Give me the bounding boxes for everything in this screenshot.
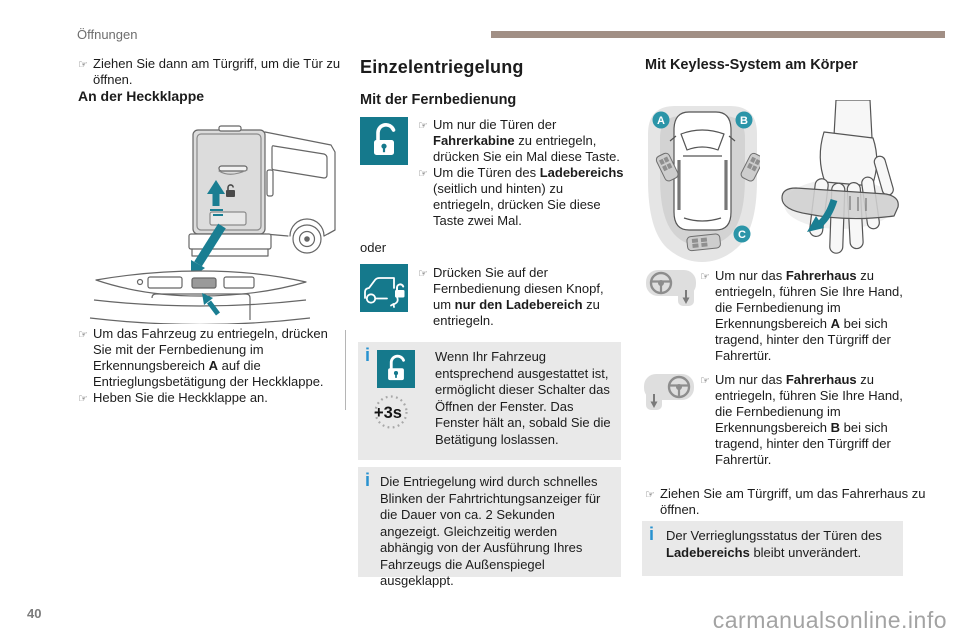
left-instruction-group: ☞ Um das Fahrzeug zu entriegeln, drücken… — [78, 326, 345, 407]
instruction-bullet: ☞ Um das Fahrzeug zu entriegeln, drücken… — [78, 326, 345, 390]
info-icon: i — [649, 524, 655, 544]
or-label: oder — [360, 240, 387, 255]
instruction-bullet: ☞ Drücken Sie auf der Fernbedienung dies… — [418, 265, 624, 329]
window-switch-unlock-icon — [377, 350, 415, 388]
page-number: 40 — [27, 606, 42, 621]
pointer-hand-icon: ☞ — [78, 58, 88, 71]
keyless-zones-illustration: A B C — [648, 106, 760, 262]
pointer-hand-icon: ☞ — [645, 488, 655, 501]
running-header: Öffnungen — [77, 27, 138, 42]
pointer-hand-icon: ☞ — [700, 374, 710, 387]
note-text: Der Verrieglungsstatus der Türen des Lad… — [666, 528, 882, 560]
header-accent-bar — [491, 31, 945, 38]
instruction-bullet: ☞ Heben Sie die Heckklappe an. — [78, 390, 345, 407]
steering-wheel-zone-a-icon — [646, 270, 696, 306]
pointer-hand-icon: ☞ — [418, 267, 428, 280]
note-text: Die Entriegelung wird durch schnelles Bl… — [380, 474, 601, 588]
note-window-switch: i +3s Wenn Ihr Fahrzeug entsprechend aus… — [358, 342, 621, 460]
section-heading-keyless: Mit Keyless-System am Körper — [645, 57, 858, 73]
instruction-text: Um nur die Türen der Fahrerkabine zu ent… — [433, 117, 620, 164]
tailgate-unlock-arrow — [207, 180, 225, 216]
note-unlock-indication: i Die Entriegelung wird durch schnelles … — [358, 467, 621, 588]
instruction-bullet: ☞ Ziehen Sie dann am Türgriff, um die Tü… — [78, 56, 341, 88]
instruction-text: Drücken Sie auf der Fernbedienung diesen… — [433, 265, 604, 328]
plus-3s-label: +3s — [374, 404, 402, 422]
steering-wheel-zone-b-icon — [644, 374, 694, 410]
watermark: carmanualsonline.info — [712, 607, 947, 633]
pull-arrow — [807, 198, 838, 232]
keyless-zone-a-group: ☞ Um nur das Fahrerhaus zu entriegeln, f… — [700, 268, 912, 364]
instruction-bullet: ☞ Um nur die Türen der Fahrerkabine zu e… — [418, 117, 624, 165]
pointer-hand-icon: ☞ — [78, 328, 88, 341]
instruction-bullet: ☞ Um die Türen des Ladebereichs (seitlic… — [418, 165, 624, 229]
note-text: Wenn Ihr Fahrzeug entsprechend ausgestat… — [435, 349, 611, 447]
instruction-text: Um nur das Fahrerhaus zu entriegeln, füh… — [715, 268, 903, 363]
instruction-text: Ziehen Sie am Türgriff, um das Fahrerhau… — [660, 486, 926, 517]
instruction-bullet: ☞ Ziehen Sie am Türgriff, um das Fahrerh… — [645, 486, 950, 518]
cargo-unlock-button-icon — [360, 264, 408, 312]
tailgate-illustration — [89, 125, 336, 324]
instruction-text: Um die Türen des Ladebereichs (seitlich … — [433, 165, 624, 228]
unlock-button-icon — [360, 117, 408, 165]
left-intro-bullet-group: ☞ Ziehen Sie dann am Türgriff, um die Tü… — [78, 56, 341, 88]
cargo-instruction-group: ☞ Drücken Sie auf der Fernbedienung dies… — [418, 265, 624, 329]
instruction-text: Um das Fahrzeug zu entriegeln, drücken S… — [93, 326, 328, 389]
keyless-zone-b-group: ☞ Um nur das Fahrerhaus zu entriegeln, f… — [700, 372, 912, 468]
zone-label-a: A — [657, 115, 665, 127]
pointer-hand-icon: ☞ — [78, 392, 88, 405]
small-lock-icon — [226, 184, 235, 197]
open-cab-group: ☞ Ziehen Sie am Türgriff, um das Fahrerh… — [645, 486, 950, 518]
instruction-text: Heben Sie die Heckklappe an. — [93, 390, 268, 405]
zone-label-c: C — [738, 229, 746, 241]
instruction-bullet: ☞ Um nur das Fahrerhaus zu entriegeln, f… — [700, 372, 912, 468]
remote-instruction-group: ☞ Um nur die Türen der Fahrerkabine zu e… — [418, 117, 624, 229]
note-lock-status: i Der Verrieglungsstatus der Türen des L… — [642, 521, 903, 576]
column-divider — [345, 330, 346, 410]
info-icon: i — [365, 345, 371, 365]
pointer-hand-icon: ☞ — [418, 119, 428, 132]
section-heading-remote: Mit der Fernbedienung — [360, 92, 517, 108]
pointer-hand-icon: ☞ — [418, 167, 428, 180]
section-heading-tailgate: An der Heckklappe — [78, 88, 205, 104]
instruction-bullet: ☞ Um nur das Fahrerhaus zu entriegeln, f… — [700, 268, 912, 364]
handle-pointer-arrow — [202, 293, 220, 316]
instruction-text: Um nur das Fahrerhaus zu entriegeln, füh… — [715, 372, 903, 467]
plus-3s-hold-icon: +3s — [374, 395, 408, 429]
hand-door-handle-illustration — [781, 100, 899, 254]
pointer-hand-icon: ☞ — [700, 270, 710, 283]
zone-label-b: B — [740, 115, 748, 127]
instruction-text: Ziehen Sie dann am Türgriff, um die Tür … — [93, 56, 341, 87]
info-icon: i — [365, 470, 371, 490]
page-title: Einzelentriegelung — [360, 57, 524, 77]
